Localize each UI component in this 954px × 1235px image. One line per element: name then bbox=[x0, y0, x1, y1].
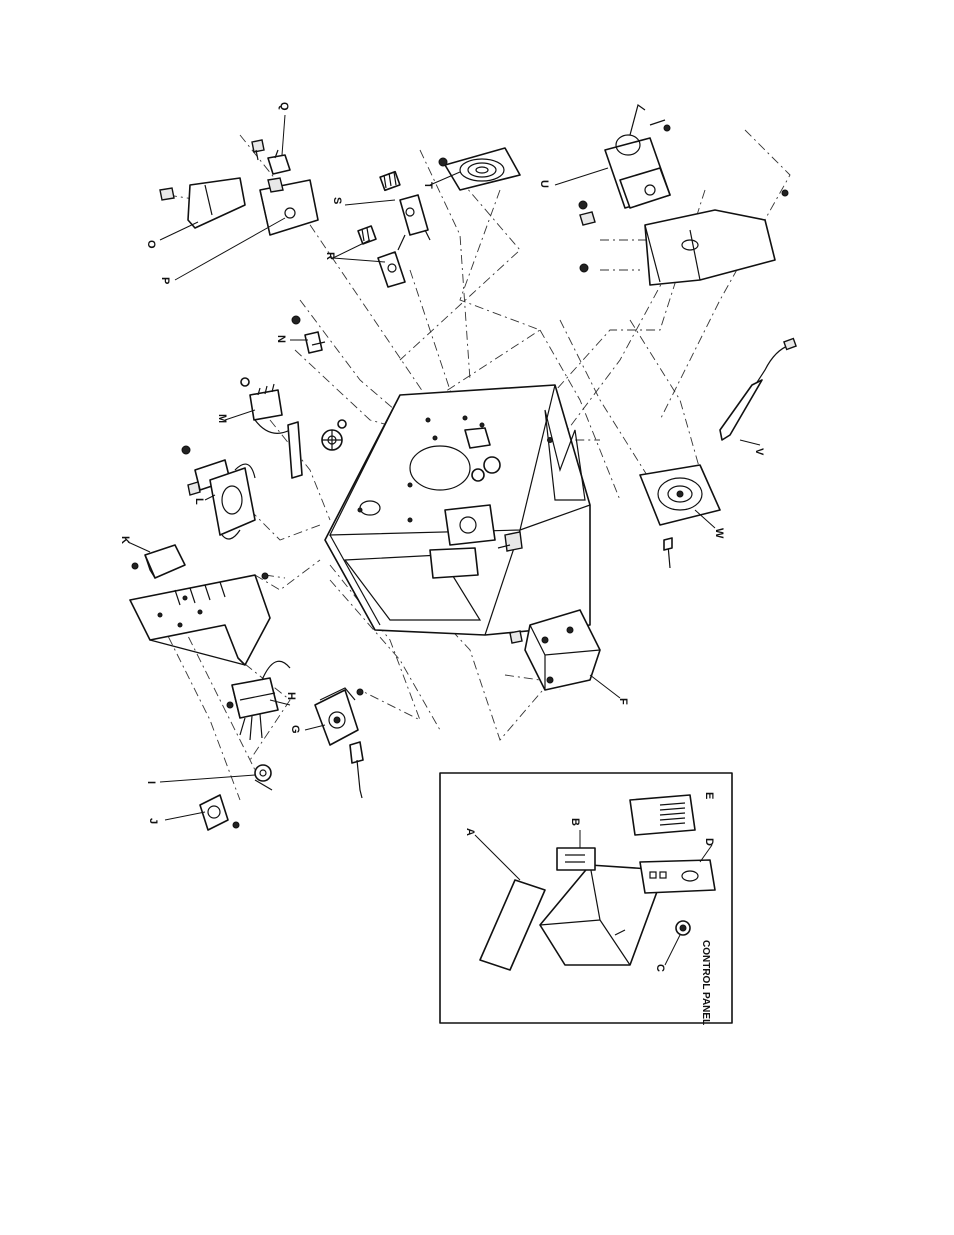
label-p: P bbox=[159, 277, 171, 284]
part-m-sensor bbox=[225, 378, 302, 478]
part-q-clip bbox=[252, 115, 290, 174]
motor-bracket bbox=[579, 190, 788, 285]
label-a: A bbox=[464, 828, 476, 836]
part-t-fan-grille bbox=[430, 148, 520, 190]
part-h-transformer bbox=[227, 661, 290, 740]
part-j-valve bbox=[165, 795, 239, 830]
label-l: L bbox=[193, 498, 205, 505]
label-m: M bbox=[216, 414, 228, 423]
label-t: T bbox=[422, 182, 434, 189]
part-w-fan bbox=[640, 465, 720, 568]
label-q: Q bbox=[278, 102, 290, 111]
label-j: J bbox=[147, 818, 159, 824]
part-r-gears bbox=[333, 226, 405, 287]
part-k-relay bbox=[128, 542, 185, 578]
label-u: U bbox=[538, 180, 550, 188]
label-c: C bbox=[654, 964, 666, 972]
label-o: O bbox=[145, 240, 157, 249]
control-panel-inset bbox=[440, 773, 732, 1023]
part-o-bracket bbox=[160, 178, 245, 240]
part-n-switch bbox=[290, 316, 325, 353]
part-b-board bbox=[557, 848, 595, 870]
part-l-capacitor bbox=[182, 446, 255, 539]
label-b: B bbox=[569, 818, 581, 826]
part-d-face-plate bbox=[640, 860, 715, 893]
label-v: V bbox=[753, 448, 765, 456]
label-n: N bbox=[275, 335, 287, 343]
label-g: G bbox=[289, 725, 301, 734]
part-i-thermostat bbox=[160, 765, 272, 790]
part-s-gear-shaft bbox=[345, 172, 430, 250]
label-w: W bbox=[713, 528, 725, 539]
label-d: D bbox=[703, 838, 715, 846]
label-i: I bbox=[145, 781, 157, 784]
cabinet-gear bbox=[322, 420, 346, 450]
part-u-motor bbox=[555, 105, 670, 208]
control-panel-title: CONTROL PANEL bbox=[700, 940, 711, 1025]
label-r: R bbox=[324, 252, 336, 260]
label-f: F bbox=[617, 698, 629, 705]
label-k: K bbox=[119, 536, 131, 544]
part-v-probe bbox=[720, 339, 796, 445]
part-g-motor bbox=[305, 688, 363, 798]
label-h: H bbox=[285, 692, 297, 700]
mounting-plate bbox=[130, 573, 270, 665]
label-e: E bbox=[703, 792, 715, 799]
label-s: S bbox=[331, 197, 343, 204]
main-cabinet bbox=[325, 385, 590, 635]
